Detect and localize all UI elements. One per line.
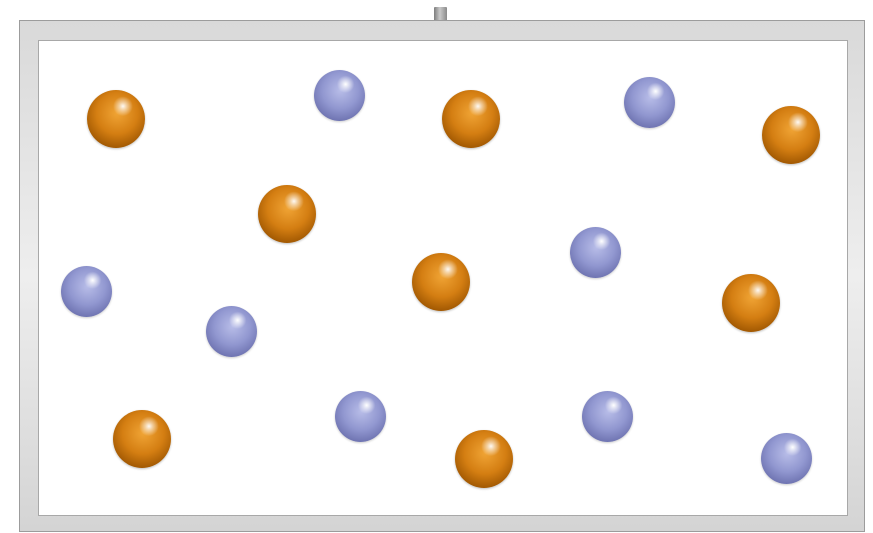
blue-particle [206, 306, 257, 357]
blue-particle [761, 433, 812, 484]
orange-particle [258, 185, 316, 243]
blue-particle [582, 391, 633, 442]
orange-particle [762, 106, 820, 164]
orange-particle [412, 253, 470, 311]
orange-particle [113, 410, 171, 468]
blue-particle [570, 227, 621, 278]
blue-particle [335, 391, 386, 442]
orange-particle [722, 274, 780, 332]
orange-particle [442, 90, 500, 148]
blue-particle [314, 70, 365, 121]
blue-particle [61, 266, 112, 317]
blue-particle [624, 77, 675, 128]
orange-particle [455, 430, 513, 488]
orange-particle [87, 90, 145, 148]
